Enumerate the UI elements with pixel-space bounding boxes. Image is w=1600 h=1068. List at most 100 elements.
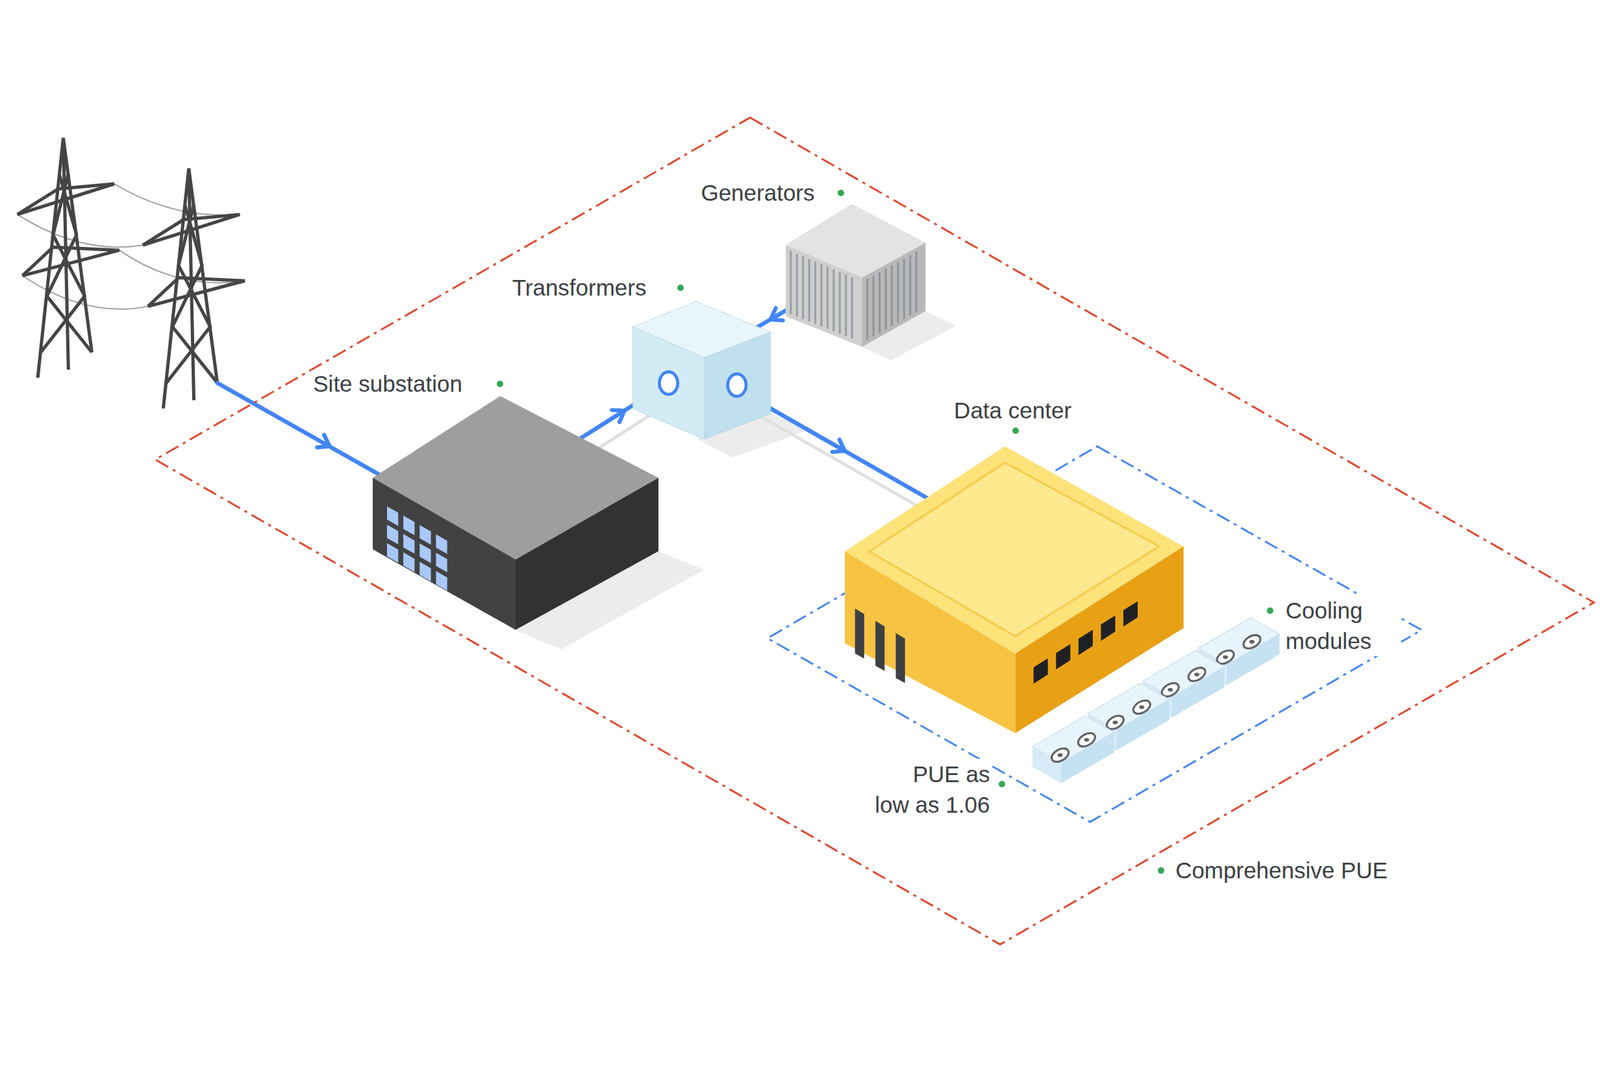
shape-part [789,251,792,315]
shape-part [851,277,854,339]
shape-part [1049,744,1071,764]
shape-part [742,406,919,507]
shape-part [1057,752,1063,757]
shape-part [1123,600,1138,626]
shape-part [838,272,841,334]
shape-part [814,261,817,325]
shape-part [1167,687,1173,692]
power-connector [770,307,786,321]
shape-part [801,256,804,320]
shape-part [1171,666,1225,718]
power-connector [595,409,625,429]
shape-part [22,246,120,276]
node-label: Cooling modules [1283,594,1402,656]
shape-part [632,326,704,439]
generator-box: Generators [785,203,926,347]
shape-part [659,371,678,395]
node-label: Data center [951,396,1074,425]
node-label: Transformers [510,274,649,302]
shape-part [915,251,918,313]
node-label: Generators [698,179,817,207]
shape-part [1186,664,1208,684]
shape-part [155,117,1595,945]
shape-part [844,551,1015,734]
pue-region: Comprehensive PUESite substationTransfor… [155,117,1595,945]
cooling-modules: Cooling modules [1030,617,1278,784]
shape-part [1131,697,1153,717]
shape-part [878,272,881,334]
shape-part [727,373,746,397]
shape-part [317,435,330,448]
marker-dot [496,380,504,388]
shape-part [1222,654,1228,659]
shape-part [909,255,912,316]
shape-part [875,620,885,671]
shape-part [1075,729,1098,749]
shape-part [419,524,431,545]
shape-part [1116,698,1170,750]
shape-part [1226,633,1280,686]
shape-part [403,515,415,536]
substation-box: Site substation [372,428,659,630]
shape-part [114,183,240,215]
shape-part [785,244,863,347]
marker-dot [1012,427,1019,434]
shape-part [419,561,431,582]
shape-part [1084,737,1090,742]
shape-part [903,258,906,319]
shape-part [1112,720,1119,725]
shape-part [419,542,431,563]
transformer-box: Transformers [624,301,771,439]
shape-part [1061,731,1115,784]
node-label: Site substation [311,370,465,398]
shape-part [844,274,847,337]
shape-part [1078,629,1093,655]
power-connector [770,408,845,452]
shape-part [1033,657,1049,684]
shape-part [387,542,399,563]
generator-box-shape [785,203,926,347]
shape-part [387,524,399,545]
node-label: PUE as low as 1.06 [872,758,992,820]
shape-part [17,183,115,215]
shape-part [890,265,893,327]
shape-part [896,632,906,683]
marker-dot [1266,607,1274,614]
marker-dot [1157,866,1165,874]
shape-part [403,551,415,572]
shape-part [17,183,115,215]
arrow-head [832,439,845,452]
shape-part [515,477,659,630]
shape-part [866,278,869,340]
shape-part [1015,546,1184,734]
shape-part [826,266,829,330]
shape-part [884,268,887,330]
shape-part [808,259,811,322]
shape-part [387,505,399,526]
shape-part [142,214,240,245]
shape-part [1241,631,1263,651]
transmission-tower [17,137,120,378]
shape-part [862,242,926,347]
shape-part [435,552,447,573]
substation-box-shape [372,428,659,630]
shape-part [896,262,899,323]
shape-part [855,608,865,659]
shape-part [142,214,240,245]
shape-part [1249,639,1255,644]
transmission-tower [142,168,245,408]
marker-dot [677,284,684,291]
shape-part [148,277,245,307]
shape-part [372,477,516,630]
shape-part [820,264,823,327]
shape-part [832,269,835,332]
shape-part [1055,643,1071,669]
shape-part [872,275,875,337]
shape-part [767,446,1422,822]
shape-part [435,533,447,554]
shape-part [403,533,415,554]
shape-part [1194,672,1200,676]
